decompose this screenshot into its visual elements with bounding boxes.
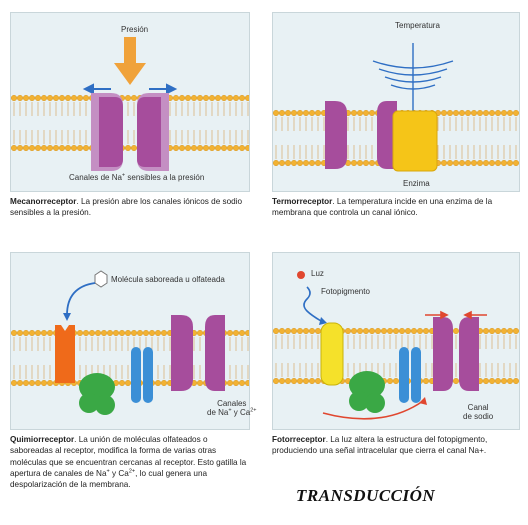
thermoreceptor-caption: Termorreceptor. La temperatura incide en… <box>272 197 493 218</box>
sodium-channel-right <box>459 317 479 391</box>
spread-arrows <box>82 83 178 95</box>
photoreceptor-diagram <box>273 271 519 420</box>
g-protein <box>349 371 385 413</box>
mecanoreceptor-caption: Mecanorreceptor. La presión abre los can… <box>10 197 243 218</box>
photopigment <box>320 322 344 386</box>
sodium-channel-left <box>433 317 453 391</box>
page-title: TRANSDUCCIÓN <box>296 486 436 505</box>
ion-channel-right <box>205 315 225 391</box>
light-label: Luz <box>311 269 324 278</box>
g-protein <box>79 373 115 415</box>
channel-label: Canales de Na+ sensibles a la presión <box>69 172 205 182</box>
photoreceptor-caption: Fotorreceptor. La luz altera la estructu… <box>272 435 488 456</box>
channel-label: Canales de Na+ y Ca2+ <box>207 399 257 418</box>
thermoreceptor-panel: Temperatura Enzima <box>272 12 520 192</box>
chemoreceptor-diagram <box>11 270 249 415</box>
pressure-sensitive-channel <box>91 93 169 171</box>
enzyme <box>392 110 438 172</box>
light-ray <box>303 286 322 322</box>
chemoreceptor-caption: Quimiorreceptor. La unión de moléculas o… <box>10 435 247 490</box>
lipid-membrane <box>11 94 249 151</box>
pigment-label: Fotopigmento <box>321 287 370 296</box>
light-icon <box>297 271 305 279</box>
enzyme-label: Enzima <box>403 179 430 188</box>
force-label: Presión <box>121 25 149 34</box>
ion-channel-left <box>325 101 347 169</box>
closing-arrows <box>425 310 487 320</box>
lipid-membrane <box>273 327 519 384</box>
ion-channel-left <box>171 315 193 391</box>
molecule-label: Molécula saboreada u olfateada <box>111 275 225 284</box>
effector-protein <box>399 347 421 403</box>
binding-arrow <box>66 282 96 316</box>
thermoreceptor-diagram <box>273 43 519 172</box>
mecanoreceptor-panel: Presión Canales de Na+ sensibles a la pr… <box>10 12 250 192</box>
chemoreceptor-panel: Molécula saboreada u olfateada Canales d… <box>10 252 257 430</box>
receptor <box>55 325 75 383</box>
signal-arrow <box>322 400 424 420</box>
pressure-arrow <box>114 37 146 85</box>
effector-protein <box>131 347 153 403</box>
odor-molecule-icon <box>94 270 108 288</box>
ion-channel-right <box>377 101 397 169</box>
mecanoreceptor-diagram <box>11 37 249 171</box>
temperature-label: Temperatura <box>395 21 440 30</box>
